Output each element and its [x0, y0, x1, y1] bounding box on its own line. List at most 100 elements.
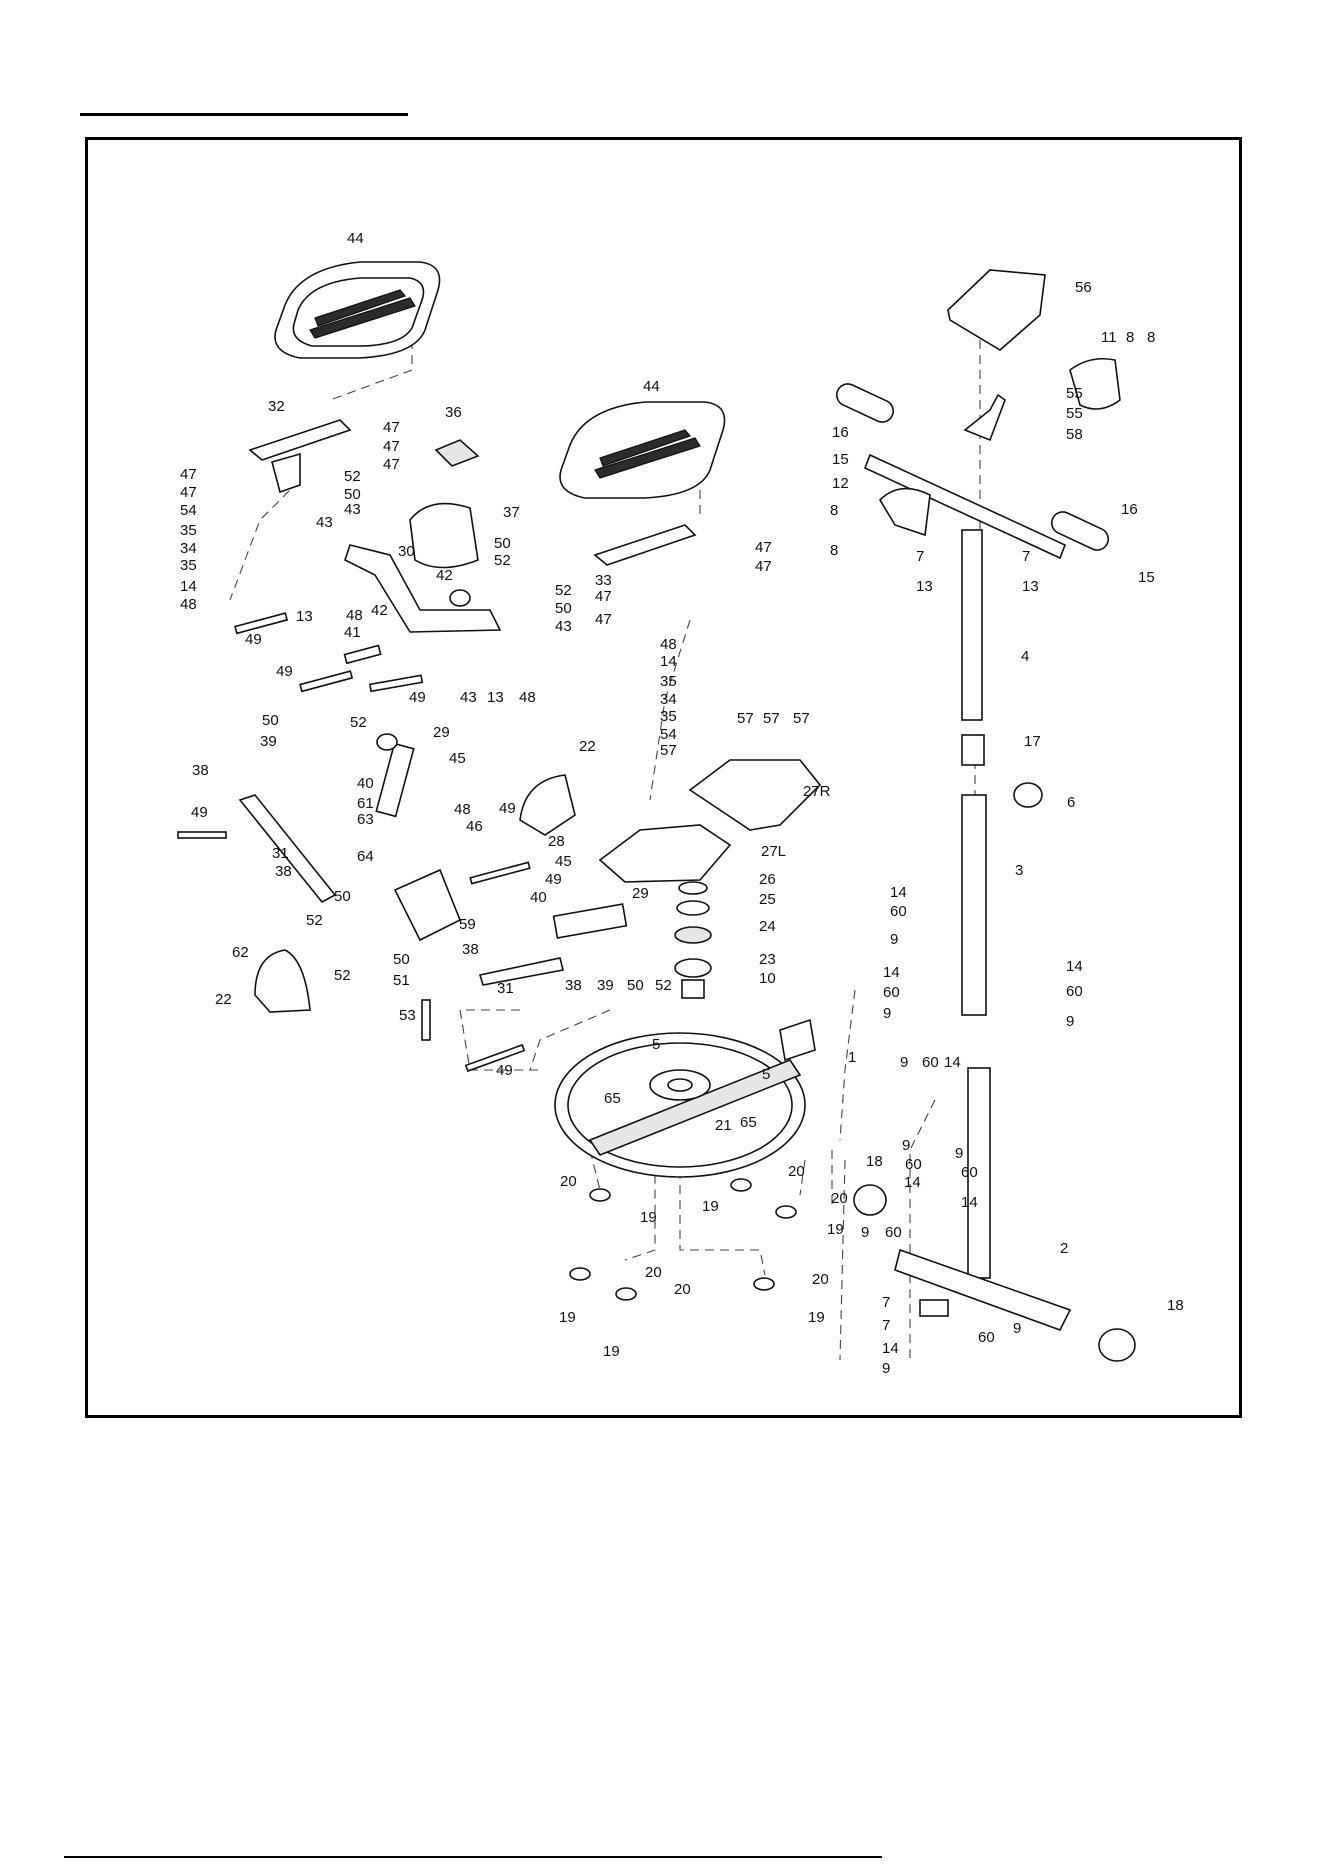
- part-callout-c9a: 9: [890, 931, 898, 948]
- part-callout-c47c: 47: [383, 456, 400, 473]
- link-31-lower: [478, 957, 564, 986]
- part-callout-c20b: 20: [788, 1163, 805, 1180]
- part-callout-c35b: 35: [180, 557, 197, 574]
- part-callout-c7c: 7: [882, 1294, 890, 1311]
- part-callout-c19b: 19: [702, 1198, 719, 1215]
- part-callout-c60d: 60: [922, 1054, 939, 1071]
- part-callout-c49a: 49: [245, 631, 262, 648]
- part-callout-c48b: 48: [346, 607, 363, 624]
- part-callout-c30: 30: [398, 543, 415, 560]
- part-callout-c57d: 57: [793, 710, 810, 727]
- part-callout-c8c: 8: [830, 502, 838, 519]
- part-callout-c16a: 16: [832, 424, 849, 441]
- part-callout-c45a: 45: [449, 750, 466, 767]
- part-callout-c9g: 9: [861, 1224, 869, 1241]
- part-callout-c60b: 60: [883, 984, 900, 1001]
- part-callout-c60c: 60: [1066, 983, 1083, 1000]
- part-callout-c52f: 52: [334, 967, 351, 984]
- right-pedal: [559, 401, 726, 499]
- part-callout-c22a: 22: [579, 738, 596, 755]
- part-callout-c37: 37: [503, 504, 520, 521]
- part-callout-c27L: 27L: [761, 843, 786, 860]
- part-callout-c23: 23: [759, 951, 776, 968]
- part-callout-c35a: 35: [180, 522, 197, 539]
- part-callout-c65b: 65: [740, 1114, 757, 1131]
- part-callout-c36: 36: [445, 404, 462, 421]
- part-callout-c52g: 52: [655, 977, 672, 994]
- part-callout-c47b: 47: [383, 438, 400, 455]
- part-callout-c50d: 50: [262, 712, 279, 729]
- part-callout-c49g: 49: [496, 1062, 513, 1079]
- part-callout-c20c: 20: [831, 1190, 848, 1207]
- part-callout-c13b: 13: [487, 689, 504, 706]
- part-callout-c62: 62: [232, 944, 249, 961]
- part-callout-c47g: 47: [755, 558, 772, 575]
- part-callout-c9i: 9: [882, 1360, 890, 1377]
- part-callout-c47e: 47: [180, 484, 197, 501]
- part-callout-c31a: 31: [272, 845, 289, 862]
- part-callout-c11: 11: [1101, 329, 1117, 346]
- part-callout-c52e: 52: [306, 912, 323, 929]
- part-callout-c9h: 9: [1013, 1320, 1021, 1337]
- part-callout-c14e: 14: [1066, 958, 1083, 975]
- part-callout-c14h: 14: [961, 1194, 978, 1211]
- part-callout-c27R: 27R: [803, 783, 831, 800]
- part-callout-c49e: 49: [499, 800, 516, 817]
- part-callout-c9c: 9: [1066, 1013, 1074, 1030]
- part-callout-c49b: 49: [276, 663, 293, 680]
- part-callout-c14c: 14: [890, 884, 907, 901]
- part-callout-c47i: 47: [595, 611, 612, 628]
- part-callout-c43c: 43: [555, 618, 572, 635]
- part-callout-c53: 53: [399, 1007, 416, 1024]
- part-callout-c42a: 42: [436, 567, 453, 584]
- left-pedal: [274, 261, 441, 359]
- part-callout-c22b: 22: [215, 991, 232, 1008]
- part-callout-c41: 41: [344, 624, 361, 641]
- cover-28: [519, 774, 576, 836]
- tab-36: [434, 439, 480, 467]
- part-callout-c45b: 45: [555, 853, 572, 870]
- part-callout-c14a: 14: [180, 578, 197, 595]
- part-callout-c50g: 50: [627, 977, 644, 994]
- pedal-bracket-left: [248, 419, 352, 494]
- part-callout-c35c: 35: [660, 673, 677, 690]
- part-callout-c16b: 16: [1121, 501, 1138, 518]
- part-callout-c21: 21: [715, 1117, 732, 1134]
- part-callout-c35d: 35: [660, 708, 677, 725]
- part-callout-c50b: 50: [494, 535, 511, 552]
- part-callout-c56: 56: [1075, 279, 1092, 296]
- part-callout-c60g: 60: [885, 1224, 902, 1241]
- part-callout-c61: 61: [357, 795, 374, 812]
- part-callouts: 4432474747364747543534351448525043433730…: [180, 230, 1184, 1377]
- part-callout-c7b: 7: [1022, 548, 1030, 565]
- part-callout-c40b: 40: [530, 889, 547, 906]
- part-callout-c52a: 52: [344, 468, 361, 485]
- part-callout-c50a: 50: [344, 486, 361, 503]
- part-callout-c20e: 20: [674, 1281, 691, 1298]
- foot-pad-27L: [598, 824, 732, 883]
- part-callout-c50e: 50: [334, 888, 351, 905]
- part-callout-c20f: 20: [812, 1271, 829, 1288]
- link-31-upper: [238, 794, 337, 904]
- part-callout-c14f: 14: [944, 1054, 961, 1071]
- part-callout-c60e: 60: [905, 1156, 922, 1173]
- part-callout-c31b: 31: [497, 980, 514, 997]
- part-callout-c25: 25: [759, 891, 776, 908]
- part-callout-c19c: 19: [827, 1221, 844, 1238]
- part-callout-c60f: 60: [961, 1164, 978, 1181]
- part-callout-c60h: 60: [978, 1329, 995, 1346]
- part-callout-c32: 32: [268, 398, 285, 415]
- part-callout-c43d: 43: [460, 689, 477, 706]
- base-wheel: [554, 1018, 816, 1178]
- part-callout-c58: 58: [1066, 426, 1083, 443]
- part-callout-c64: 64: [357, 848, 374, 865]
- shock-absorber-upper: [375, 733, 415, 818]
- part-callout-c19f: 19: [808, 1309, 825, 1326]
- part-callout-c2: 2: [1060, 1240, 1068, 1257]
- part-callout-c47h: 47: [595, 588, 612, 605]
- part-callout-c9d: 9: [900, 1054, 908, 1071]
- part-callout-c63: 63: [357, 811, 374, 828]
- part-callout-c14b: 14: [660, 653, 677, 670]
- part-callout-c9e: 9: [902, 1137, 910, 1154]
